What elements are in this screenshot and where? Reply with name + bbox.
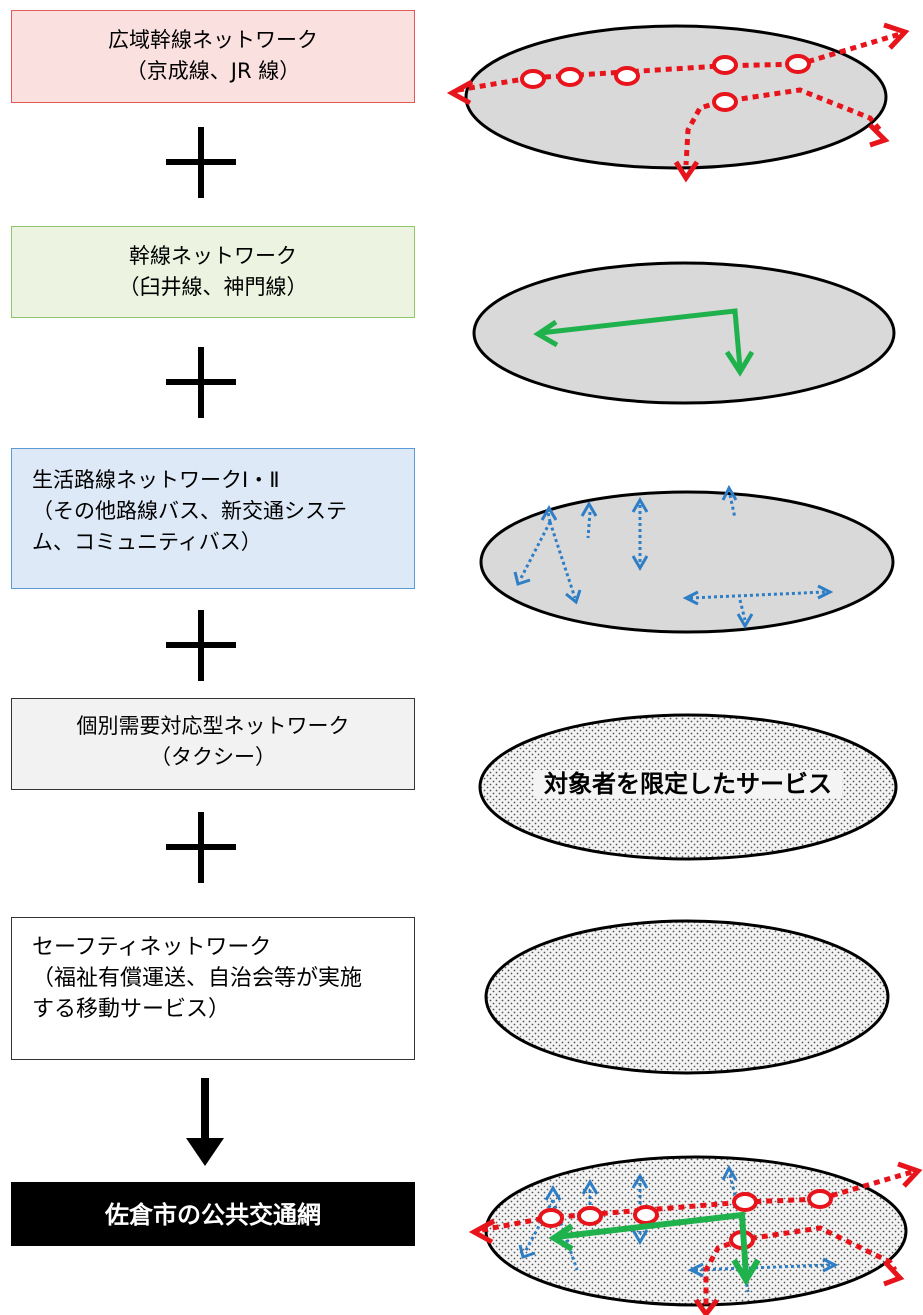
daily-life-network-oval	[479, 484, 895, 634]
plus-icon	[166, 127, 236, 198]
wide-area-network-title: 広域幹線ネットワーク	[108, 28, 318, 52]
safety-network-title: セーフティネットワーク	[32, 935, 272, 960]
trunk-network-box: 幹線ネットワーク （臼井線、神門線）	[11, 226, 415, 318]
safety-network-detail-1: （福祉有償運送、自治会等が実施	[32, 966, 363, 991]
individual-demand-network-box: 個別需要対応型ネットワーク （タクシー）	[11, 698, 415, 790]
daily-life-network-box: 生活路線ネットワークⅠ・Ⅱ （その他路線バス、新交通システ ム、コミュニティバス…	[11, 448, 415, 589]
limited-service-label-text: 対象者を限定したサービス	[534, 770, 842, 798]
plus-icon	[166, 812, 236, 883]
daily-life-network-detail-2: ム、コミュニティバス）	[32, 530, 262, 554]
individual-demand-network-title: 個別需要対応型ネットワーク	[76, 714, 350, 738]
trunk-network-detail: （臼井線、神門線）	[118, 275, 308, 299]
combined-network-oval	[468, 1155, 923, 1315]
safety-network-box: セーフティネットワーク （福祉有償運送、自治会等が実施 する移動サービス）	[11, 917, 415, 1060]
public-transport-network-box: 佐倉市の公共交通網	[11, 1182, 415, 1246]
public-transport-network-label: 佐倉市の公共交通網	[105, 1201, 321, 1229]
wide-area-network-detail: （京成線、JR 線）	[125, 59, 301, 83]
plus-icon	[166, 347, 236, 418]
wide-area-network-box: 広域幹線ネットワーク （京成線、JR 線）	[11, 10, 415, 103]
limited-service-label: 対象者を限定したサービス	[496, 764, 880, 804]
safety-network-oval	[484, 919, 890, 1075]
trunk-network-oval	[472, 261, 896, 405]
plus-icon	[166, 610, 236, 681]
daily-life-network-detail-1: （その他路線バス、新交通システ	[32, 499, 347, 523]
down-arrow-icon	[186, 1078, 224, 1166]
trunk-network-title: 幹線ネットワーク	[129, 244, 297, 268]
wide-area-network-oval	[446, 22, 910, 183]
safety-network-detail-2: する移動サービス）	[32, 997, 231, 1022]
individual-demand-network-detail: （タクシー）	[150, 745, 276, 769]
daily-life-network-title: 生活路線ネットワークⅠ・Ⅱ	[32, 468, 280, 492]
